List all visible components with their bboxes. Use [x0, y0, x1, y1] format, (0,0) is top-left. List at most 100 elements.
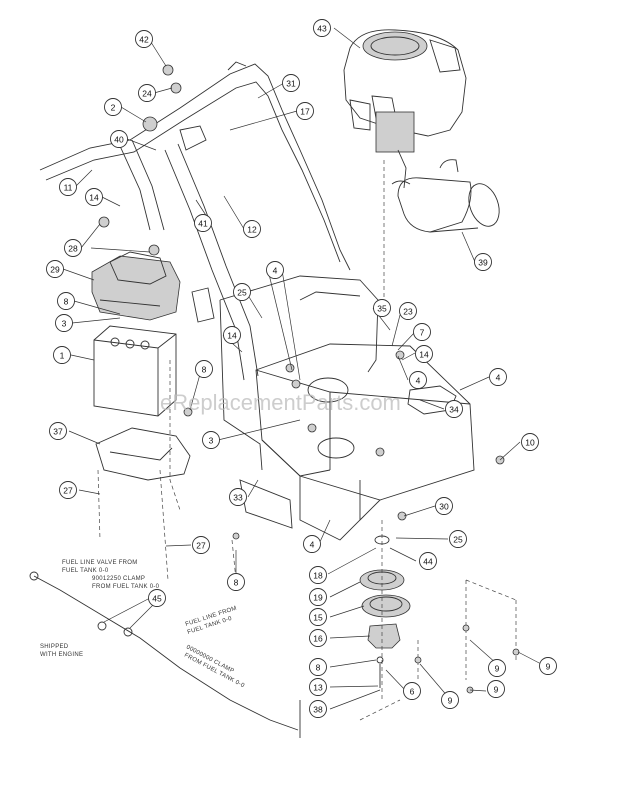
callout-label: 9: [448, 696, 453, 706]
chassis: [219, 275, 475, 541]
callout-c43: 43: [313, 19, 331, 37]
callout-label: 13: [313, 683, 323, 693]
callout-c34: 34: [445, 400, 463, 418]
callout-circle: [373, 299, 391, 317]
callout-c14a: 14: [85, 188, 103, 206]
callout-label: 30: [439, 502, 449, 512]
callout-label: 8: [316, 663, 321, 673]
callout-circle: [309, 608, 327, 626]
callout-label: 6: [410, 687, 415, 697]
callout-circle: [192, 536, 210, 554]
callout-label: 27: [196, 541, 206, 551]
fuel-notes: FUEL LINE VALVE FROM FUEL TANK 0-0 90012…: [40, 560, 246, 690]
callout-circle: [441, 691, 459, 709]
callout-c15: 15: [309, 608, 327, 626]
callout-circle: [399, 302, 417, 320]
callout-c30: 30: [435, 497, 453, 515]
callout-label: 19: [313, 593, 323, 603]
callout-c4d: 4: [303, 535, 321, 553]
callout-c6: 6: [403, 682, 421, 700]
callout-circle: [309, 566, 327, 584]
callout-c14c: 14: [415, 345, 433, 363]
callout-c40: 40: [110, 130, 128, 148]
callout-label: 18: [313, 571, 323, 581]
callout-c29: 29: [46, 260, 64, 278]
note-fuel-valve-line2: FUEL TANK 0-0: [62, 568, 109, 574]
callout-label: 9: [494, 685, 499, 695]
callout-c4a: 4: [266, 261, 284, 279]
callout-label: 14: [419, 350, 429, 360]
callout-label: 38: [313, 705, 323, 715]
callout-label: 42: [139, 35, 149, 45]
callout-circle: [227, 573, 245, 591]
callout-c38: 38: [309, 700, 327, 718]
callout-label: 8: [202, 365, 207, 375]
callout-c33: 33: [229, 488, 247, 506]
callout-c9c: 9: [441, 691, 459, 709]
callout-circle: [59, 178, 77, 196]
callout-c27a: 27: [59, 481, 77, 499]
callout-c9b: 9: [539, 657, 557, 675]
note-clamp-line2: FROM FUEL TANK 0-0: [92, 584, 160, 590]
callout-label: 2: [111, 103, 116, 113]
callout-label: 31: [286, 79, 296, 89]
callout-circle: [449, 530, 467, 548]
callout-circle: [229, 488, 247, 506]
watermark: eReplacementParts.com: [160, 390, 401, 415]
callout-circle: [474, 253, 492, 271]
callout-label: 28: [68, 244, 78, 254]
callout-c3a: 3: [55, 314, 73, 332]
callout-circle: [435, 497, 453, 515]
callout-circle: [309, 678, 327, 696]
callout-circle: [303, 535, 321, 553]
callout-circle: [110, 130, 128, 148]
callout-label: 3: [62, 319, 67, 329]
callout-c16: 16: [309, 629, 327, 647]
callout-circle: [521, 433, 539, 451]
callout-c41: 41: [194, 214, 212, 232]
muffler: [397, 159, 500, 233]
leader-lines: [62, 27, 546, 710]
callout-circle: [85, 188, 103, 206]
callout-label: 25: [237, 288, 247, 298]
handle-frame: [39, 61, 351, 381]
callout-label: 45: [152, 594, 162, 604]
callout-circle: [57, 292, 75, 310]
callout-label: 4: [416, 376, 421, 386]
callout-c2: 2: [104, 98, 122, 116]
callout-circle: [233, 283, 251, 301]
callout-circle: [309, 588, 327, 606]
callout-c8b: 8: [195, 360, 213, 378]
callout-c17: 17: [296, 102, 314, 120]
callout-circle: [138, 84, 156, 102]
note-fuel-valve-line1: FUEL LINE VALVE FROM: [62, 560, 138, 566]
callout-label: 17: [300, 107, 310, 117]
callout-label: 37: [53, 427, 63, 437]
callout-circle: [419, 552, 437, 570]
callout-label: 25: [453, 535, 463, 545]
callout-label: 15: [313, 613, 323, 623]
callout-c25a: 25: [233, 283, 251, 301]
callout-circle: [309, 700, 327, 718]
fuel-line: [29, 571, 301, 738]
callout-c9a: 9: [488, 659, 506, 677]
callout-circle: [296, 102, 314, 120]
callout-circle: [539, 657, 557, 675]
callout-label: 39: [478, 258, 488, 268]
callout-c23: 23: [399, 302, 417, 320]
callout-c28: 28: [64, 239, 82, 257]
callout-label: 7: [420, 328, 425, 338]
callout-label: 35: [377, 304, 387, 314]
callout-c13: 13: [309, 678, 327, 696]
callout-c9d: 9: [487, 680, 505, 698]
callout-c44: 44: [419, 552, 437, 570]
callout-c45: 45: [148, 589, 166, 607]
callout-circle: [282, 74, 300, 92]
callout-circle: [313, 19, 331, 37]
callout-c24: 24: [138, 84, 156, 102]
callout-label: 9: [546, 662, 551, 672]
callout-c4c: 4: [489, 368, 507, 386]
callout-circle: [64, 239, 82, 257]
callout-label: 27: [63, 486, 73, 496]
engine: [343, 29, 467, 189]
